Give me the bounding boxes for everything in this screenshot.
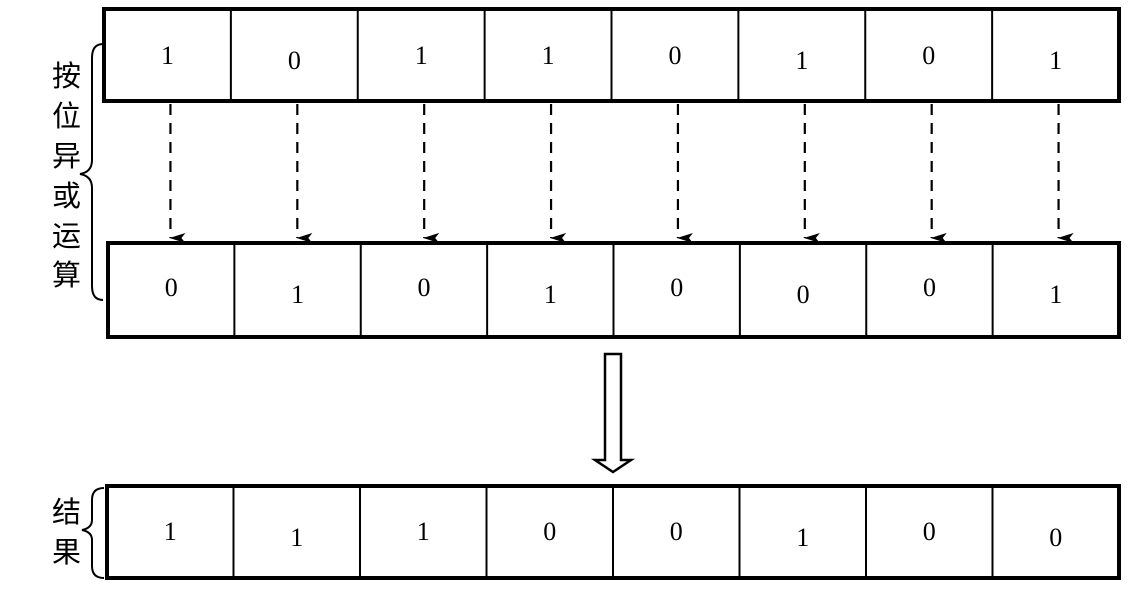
operand-a-bit: 0: [288, 46, 301, 75]
operation-label-char: 算: [52, 258, 81, 292]
result-label: 结 果: [52, 495, 90, 569]
operand-a-bit: 1: [1049, 46, 1062, 75]
operand-b-bit: 1: [544, 280, 557, 309]
result-bit: 0: [923, 517, 936, 546]
result-label-char: 结: [52, 495, 81, 529]
operand-a-frame: [102, 7, 1121, 103]
result-bit: 0: [670, 517, 683, 546]
operand-a-bit: 1: [161, 41, 174, 70]
operand-a-row: 1 0 1 1 0 1 0 1: [102, 7, 1121, 103]
result-brace: [81, 487, 105, 579]
operand-b-bit: 0: [797, 280, 810, 309]
operand-b-bit: 1: [291, 280, 304, 309]
operand-a-bit: 0: [922, 41, 935, 70]
result-down-arrow: [590, 352, 636, 474]
result-frame: [105, 484, 1121, 580]
result-bit: 0: [543, 517, 556, 546]
operand-a-bit: 1: [542, 41, 555, 70]
operand-b-row: 0 1 0 1 0 0 0 1: [106, 241, 1121, 339]
operation-label-char: 异: [52, 139, 81, 173]
operation-label-char: 按: [52, 59, 81, 93]
bit-arrows: [169, 104, 1074, 243]
result-label-char: 果: [52, 535, 81, 569]
operand-b-bit: 1: [1049, 280, 1062, 309]
operand-a-bit: 0: [668, 41, 681, 70]
operand-b-frame: [106, 241, 1121, 339]
result-bit: 1: [290, 523, 303, 552]
operation-label-char: 位: [52, 99, 81, 133]
result-bit: 1: [164, 517, 177, 546]
operand-b-bit: 0: [417, 273, 430, 302]
operation-label-char: 运: [52, 219, 81, 253]
operation-label: 按 位 异 或 运 算: [52, 59, 90, 292]
operand-a-bit: 1: [415, 41, 428, 70]
operand-a-bit: 1: [795, 46, 808, 75]
result-row: 1 1 1 0 0 1 0 0: [105, 484, 1121, 580]
operation-brace: [79, 43, 104, 301]
operand-b-bit: 0: [165, 273, 178, 302]
operation-label-char: 或: [52, 179, 81, 213]
result-bit: 1: [796, 523, 809, 552]
result-bit: 0: [1049, 523, 1062, 552]
operand-b-bit: 0: [670, 273, 683, 302]
operand-b-bit: 0: [923, 273, 936, 302]
result-bit: 1: [417, 517, 430, 546]
